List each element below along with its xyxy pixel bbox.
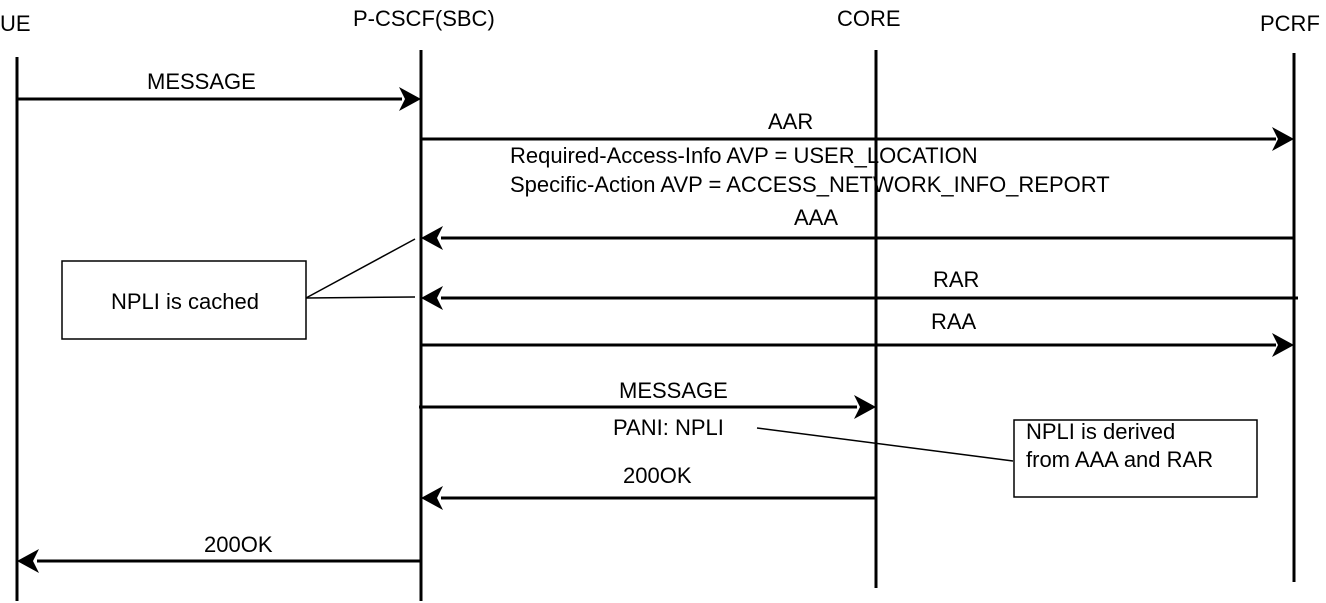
label-message-1: MESSAGE bbox=[147, 69, 256, 94]
arrowhead-rar bbox=[421, 286, 443, 310]
arrowhead-200ok-ue bbox=[17, 549, 39, 573]
participant-ue-label: UE bbox=[0, 11, 31, 36]
label-aar-avp-2: Specific-Action AVP = ACCESS_NETWORK_INF… bbox=[510, 172, 1110, 197]
label-rar: RAR bbox=[933, 267, 979, 292]
participant-core-label: CORE bbox=[837, 6, 901, 31]
note-derived-text-line-2: from AAA and RAR bbox=[1026, 447, 1213, 472]
note-derived-connector bbox=[756, 427, 1014, 462]
label-pani: PANI: NPLI bbox=[613, 415, 724, 440]
arrowhead-aar bbox=[1272, 127, 1294, 151]
note-derived-box bbox=[1013, 419, 1258, 498]
note-cached-connector-lower bbox=[305, 296, 416, 299]
arrowhead-aaa bbox=[421, 226, 443, 250]
label-aaa: AAA bbox=[794, 205, 838, 230]
label-200ok-ue: 200OK bbox=[204, 532, 273, 557]
label-200ok-core: 200OK bbox=[623, 463, 692, 488]
label-raa: RAA bbox=[931, 309, 977, 334]
note-cached-text: NPLI is cached bbox=[111, 289, 259, 314]
arrowhead-raa bbox=[1272, 333, 1294, 357]
participant-pcscf-label: P-CSCF(SBC) bbox=[353, 6, 495, 31]
participant-pcrf-label: PCRF bbox=[1260, 11, 1320, 36]
note-cached-box bbox=[61, 260, 307, 340]
label-aar-avp-1: Required-Access-Info AVP = USER_LOCATION bbox=[510, 143, 978, 168]
note-derived-text-line-1: NPLI is derived bbox=[1026, 419, 1175, 444]
arrowhead-message-core bbox=[854, 395, 876, 419]
arrowhead-200ok-core bbox=[421, 486, 443, 510]
arrowhead-message-ue bbox=[399, 87, 421, 111]
note-cached-connector-upper bbox=[305, 238, 416, 299]
label-aar: AAR bbox=[768, 109, 813, 134]
label-message-2: MESSAGE bbox=[619, 378, 728, 403]
